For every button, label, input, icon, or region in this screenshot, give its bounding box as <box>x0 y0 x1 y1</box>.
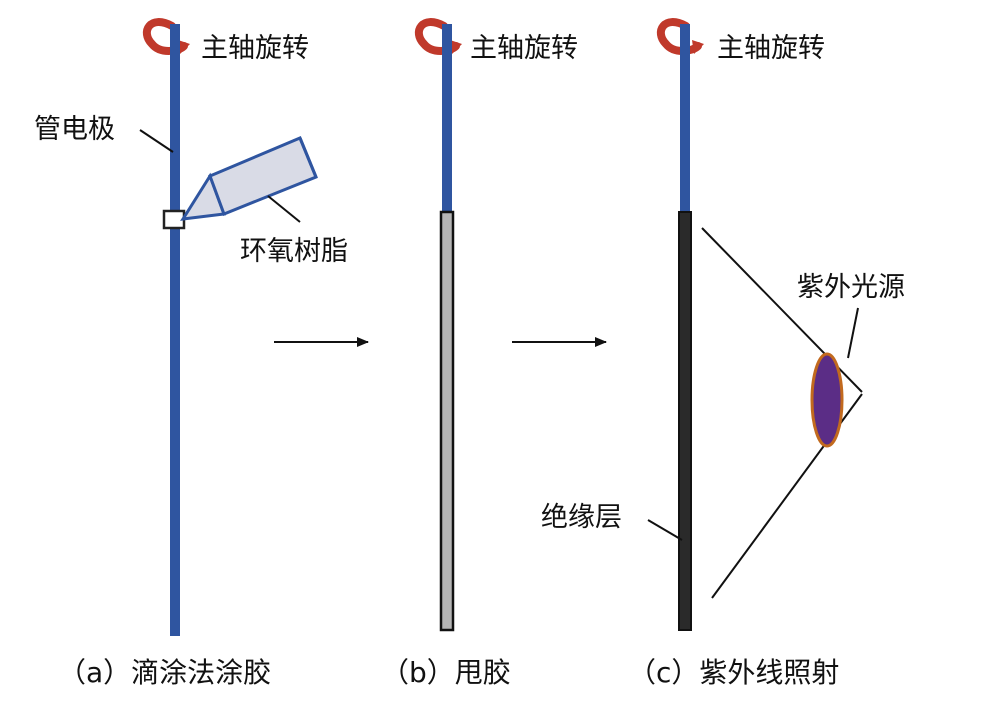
epoxy-dispenser <box>180 136 318 221</box>
uv-source-lens <box>810 352 844 448</box>
rotation-label-b: 主轴旋转 <box>470 33 578 64</box>
caption-c: （c）紫外线照射 <box>628 656 839 689</box>
tube-electrode <box>170 24 180 636</box>
resin-label: 环氧树脂 <box>240 236 348 267</box>
rotation-arrow-icon <box>656 18 704 55</box>
rotation-arrow-icon <box>414 18 462 55</box>
panel-b: 主轴旋转 （b）甩胶 <box>381 18 578 689</box>
electrode-label: 管电极 <box>34 114 115 145</box>
panel-c: 主轴旋转 紫外光源 绝缘层 （c）紫外线照射 <box>541 18 905 689</box>
caption-b: （b）甩胶 <box>381 656 511 689</box>
insulation-leader-line <box>647 519 683 541</box>
tube-electrode-uncoated <box>442 24 452 214</box>
electrode-leader-line <box>139 129 174 153</box>
insulation-layer-tube <box>678 211 692 631</box>
caption-a: （a）滴涂法涂胶 <box>58 656 271 689</box>
panel-a: 主轴旋转 管电极 环氧树脂 （a）滴涂法涂胶 <box>34 18 348 689</box>
rotation-label-c: 主轴旋转 <box>717 33 825 64</box>
insulation-label: 绝缘层 <box>541 502 622 533</box>
uv-source-leader-line <box>847 307 859 359</box>
coated-tube <box>439 210 455 632</box>
tube-electrode-uncoated <box>680 24 690 214</box>
resin-leader-line <box>267 195 301 223</box>
rotation-arrow-icon <box>142 18 190 55</box>
rotation-label-a: 主轴旋转 <box>201 33 309 64</box>
uv-source-label: 紫外光源 <box>797 272 905 303</box>
